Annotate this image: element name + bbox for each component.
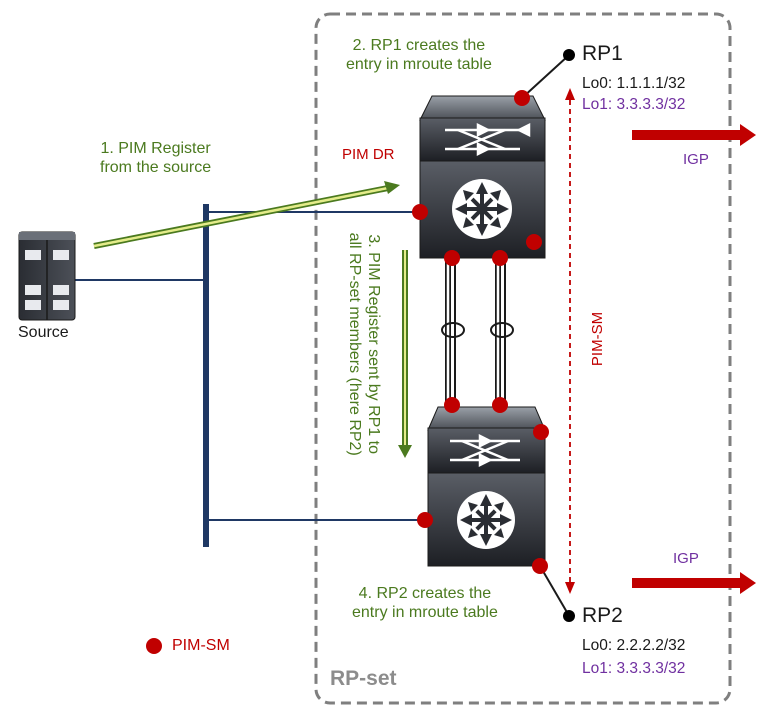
rp1-lo1: Lo1: 3.3.3.3/32 [582, 96, 686, 113]
igp-arrow-top [632, 124, 756, 146]
rp2-lo0: Lo0: 2.2.2.2/32 [582, 637, 686, 654]
rp1-pointer [521, 55, 569, 99]
igp-arrow-bottom [632, 572, 756, 594]
port-channel-ring-right [490, 322, 514, 338]
pim-interface-dot [492, 397, 508, 413]
step1-line1: 1. PIM Register [100, 140, 211, 157]
rp2-pointer [539, 565, 569, 615]
rp-register-arrow [398, 250, 412, 458]
register-arrow [93, 181, 400, 249]
rp1-lo0: Lo0: 1.1.1.1/32 [582, 75, 686, 92]
step2-line1: 2. RP1 creates the [352, 37, 486, 54]
pim-interface-dots [146, 90, 549, 654]
port-channel-ring-left [441, 322, 465, 338]
step3-line2: all RP-set members (here RP2) [346, 232, 363, 456]
step3-line1: 3. PIM Register sent by RP1 to [365, 234, 383, 455]
step2-label: 2. RP1 creates the entry in mroute table [346, 37, 492, 75]
pim-interface-dot [526, 234, 542, 250]
step4-line1: 4. RP2 creates the [358, 585, 492, 602]
pim-interface-dot [412, 204, 428, 220]
pim-interface-dot [514, 90, 530, 106]
rp2-anchor-dot [563, 610, 575, 622]
router-switch-icon [419, 95, 546, 259]
rp-set-boundary [314, 12, 732, 705]
step1-line2: from the source [100, 158, 212, 176]
rp1-anchor-dot [563, 49, 575, 61]
rp-set-label: RP-set [330, 667, 397, 690]
legend-pim-sm-label: PIM-SM [172, 637, 230, 654]
rp2-label: RP2 [582, 604, 623, 627]
rp1-label: RP1 [582, 42, 623, 65]
pim-interface-dot [492, 250, 508, 266]
pim-interface-dot [533, 424, 549, 440]
inter-rp-links [441, 258, 514, 405]
pim-dr-label: PIM DR [342, 146, 395, 163]
source-label: Source [18, 324, 69, 341]
step4-line2: entry in mroute table [352, 603, 498, 621]
step3-label: 3. PIM Register sent by RP1 to all RP-se… [345, 214, 383, 474]
server-icon [18, 231, 76, 321]
rp2-lo1: Lo1: 3.3.3.3/32 [582, 660, 686, 677]
pim-interface-dot [532, 558, 548, 574]
step2-line2: entry in mroute table [346, 55, 492, 73]
pim-interface-dot [444, 250, 460, 266]
pim-interface-dot [417, 512, 433, 528]
step1-label: 1. PIM Register from the source [100, 140, 211, 178]
igp-top-label: IGP [683, 151, 709, 168]
legend-pim-dot [146, 638, 162, 654]
igp-bottom-label: IGP [673, 550, 699, 567]
step4-label: 4. RP2 creates the entry in mroute table [352, 585, 498, 623]
router-switch-icon [427, 406, 546, 567]
pim-interface-dot [444, 397, 460, 413]
pim-sm-vertical-label: PIM-SM [589, 311, 606, 367]
pim-sm-peering-arrow [565, 88, 575, 594]
